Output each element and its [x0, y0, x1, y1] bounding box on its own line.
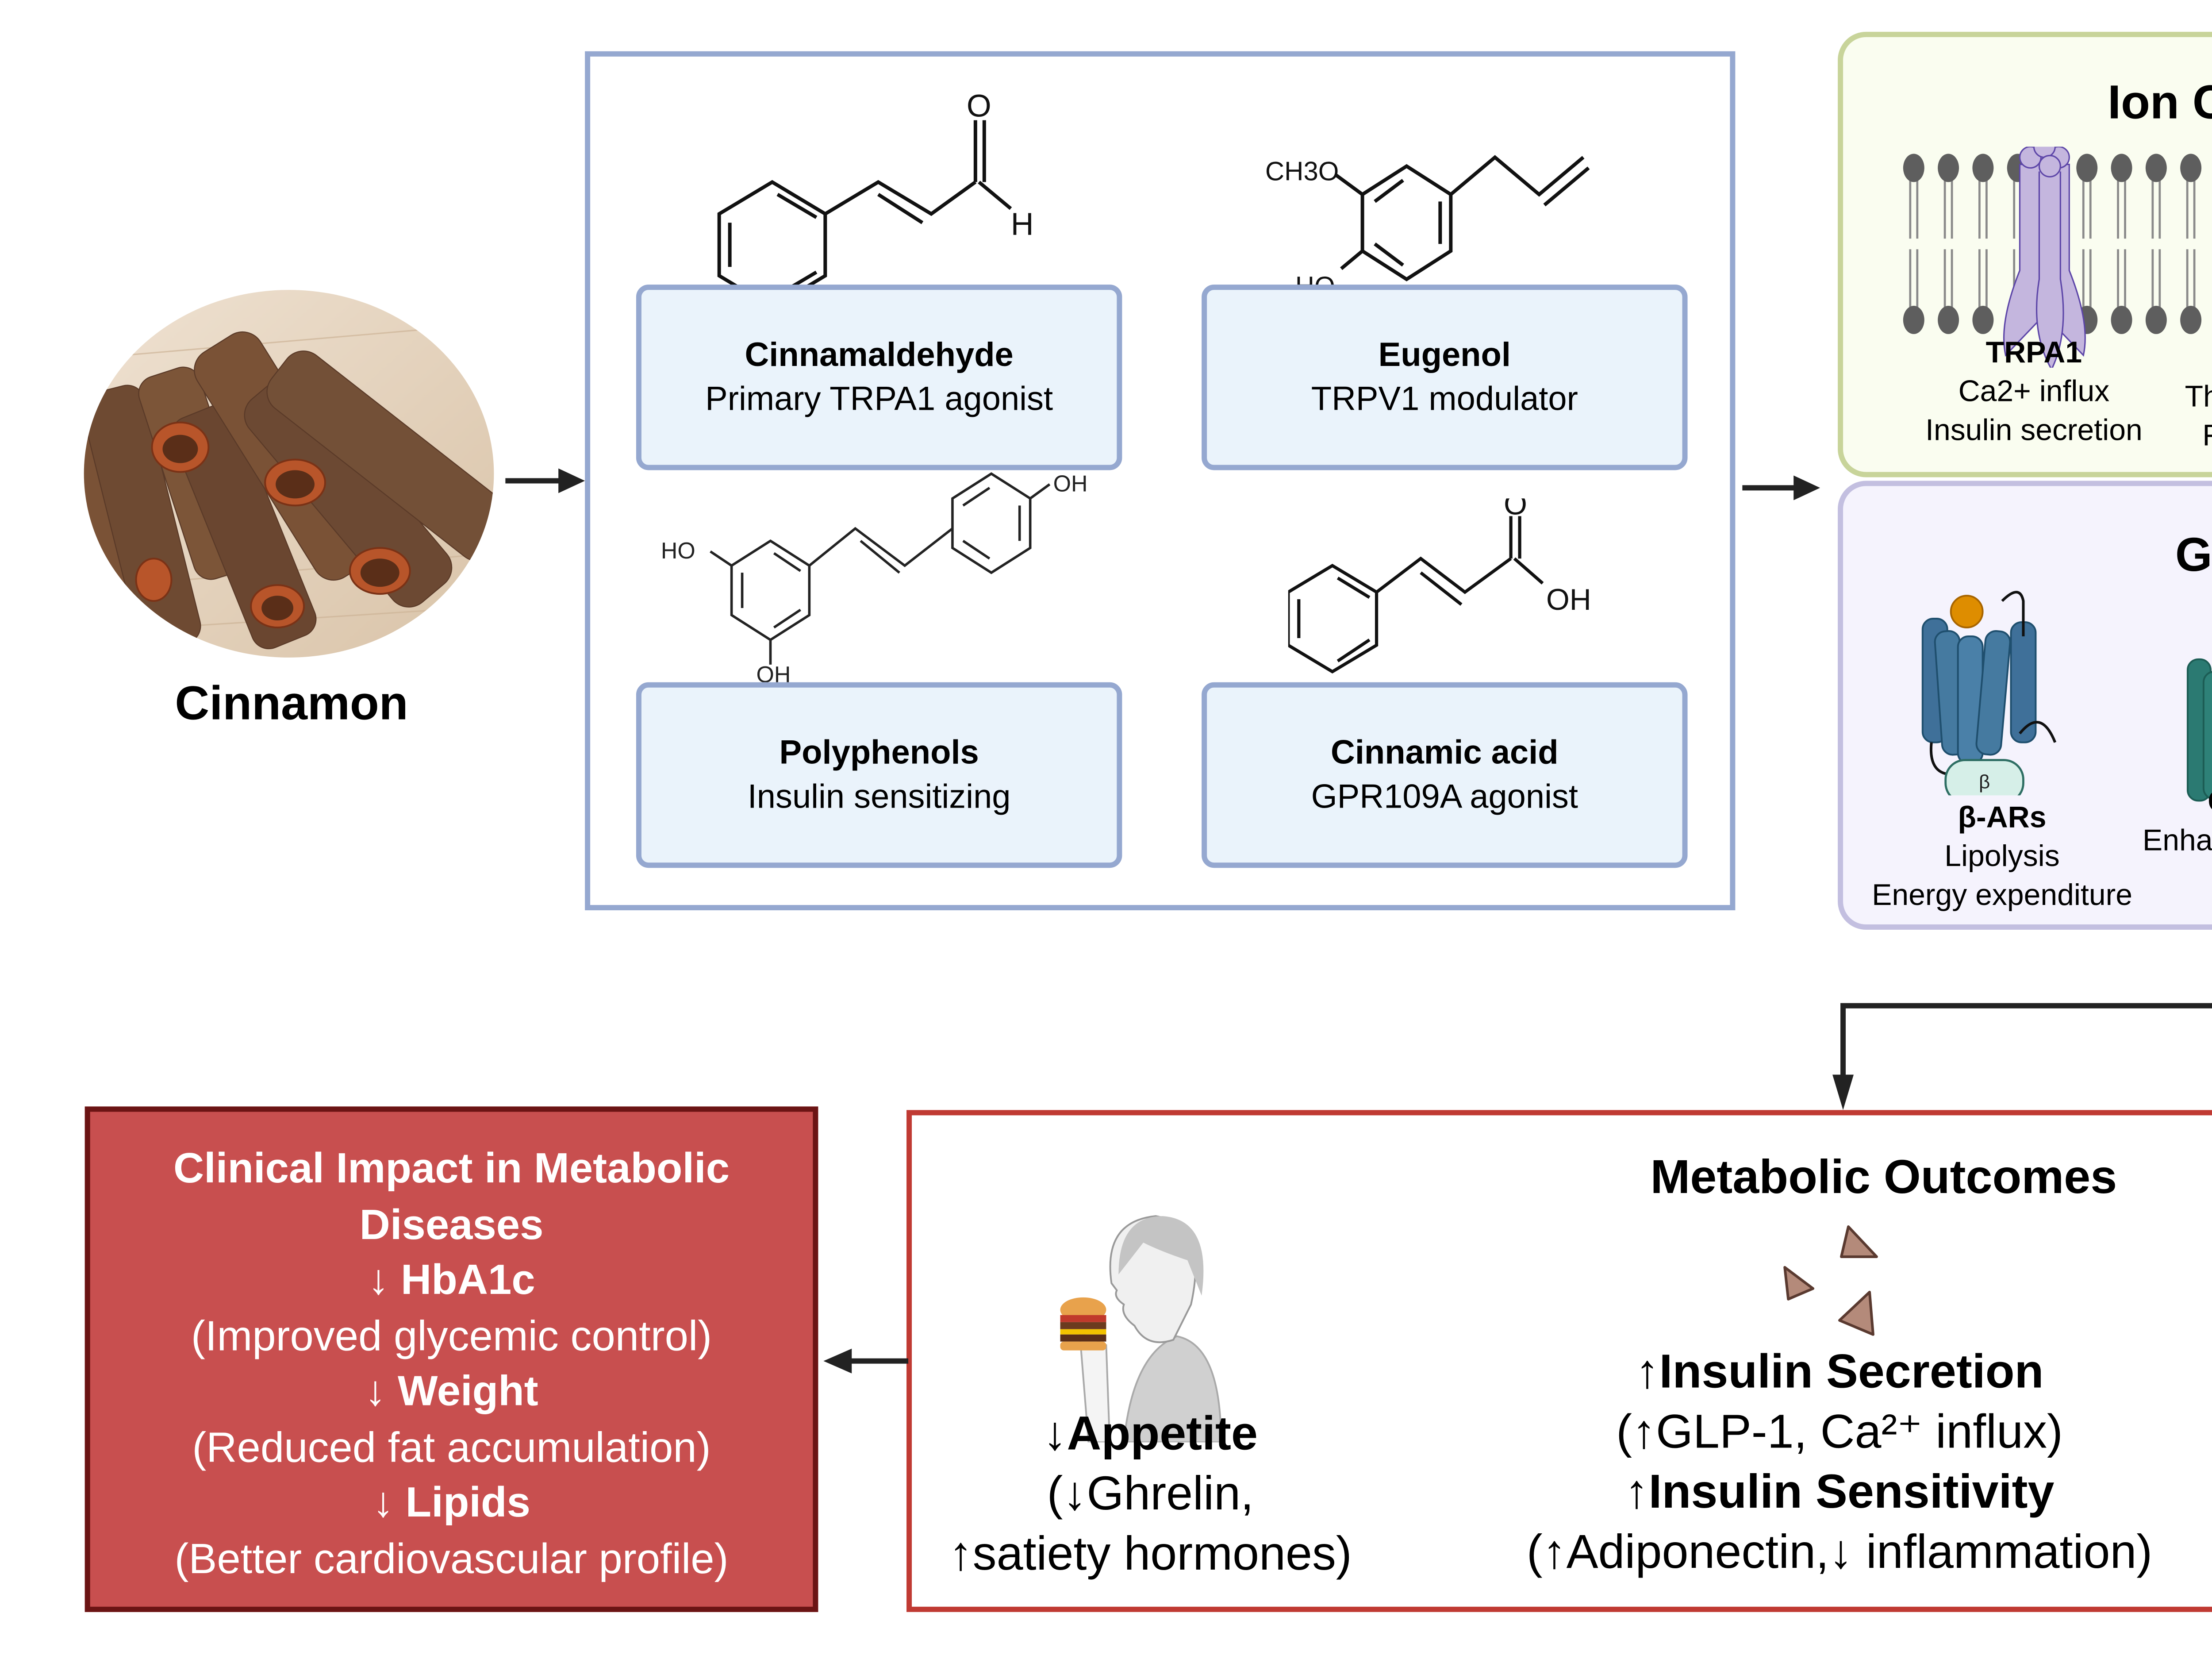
gpcr-beta-ars-label: β-ARs Lipolysis Energy expenditure [1872, 801, 2132, 912]
svg-text:HO: HO [661, 538, 695, 564]
insulin-sensitivity-detail: (↑Adiponectin,↓ inflammation) [1526, 1525, 2153, 1578]
person-eating-icon [1060, 1215, 1222, 1443]
svg-text:O: O [1504, 498, 1527, 521]
arrow-to-compounds [505, 468, 585, 493]
lipid-icon [2145, 154, 2167, 334]
svg-text:CH3O: CH3O [1265, 156, 1339, 186]
clinical-item-heading: ↓ Lipids [373, 1479, 530, 1528]
ion-channels-title: Ion Channels [2108, 76, 2212, 129]
cinnamaldehyde-structure-icon: O H [717, 89, 1034, 310]
clinical-item-detail: (Better cardiovascular profile) [174, 1535, 729, 1583]
svg-text:O: O [967, 89, 991, 124]
insulin-secretion-heading: ↑Insulin Secretion [1635, 1345, 2044, 1398]
outcome-energy-expenditure: ↑Energy Expenditure (Thermogenesis, fat … [2193, 1430, 2212, 1610]
hormone-particles-icon [1783, 1225, 1878, 1336]
ion-channel-trpa1-label: TRPA1 Ca2+ influx Insulin secretion [1925, 335, 2143, 447]
insulin-sensitivity-heading: ↑Insulin Sensitivity [1624, 1465, 2055, 1519]
svg-text:β: β [1979, 771, 1990, 793]
cinnamon-image [84, 290, 494, 658]
compound-role: Insulin sensitizing [747, 778, 1011, 816]
outcome-insulin: ↑Insulin Secretion (↑GLP-1, Ca²⁺ influx)… [1424, 1342, 2212, 1582]
outcome-appetite: ↓Appetite (↓Ghrelin, ↑satiety hormones) [949, 1407, 1352, 1580]
compound-card-eugenol: Eugenol TRPV1 modulator [1202, 285, 1688, 470]
clinical-impact-box: Clinical Impact in Metabolic Diseases ↓ … [84, 1106, 818, 1612]
ion-channel-trpv1-label: TRPV1 Thermogenesis Fat oxidation [2185, 380, 2212, 453]
cell-membrane-icon [1903, 146, 2202, 368]
gpcr-glp1r-label: GLP-1R Enhanced incretin action [2142, 785, 2212, 858]
clinical-title-line1: Clinical Impact in Metabolic [173, 1145, 730, 1193]
compound-name: Eugenol [1378, 336, 1511, 374]
clinical-item-detail: (Reduced fat accumulation) [192, 1424, 711, 1472]
compound-card-polyphenols: Polyphenols Insulin sensitizing [636, 682, 1122, 868]
clinical-item-heading: ↓ Weight [365, 1368, 538, 1416]
clinical-item-detail: (Improved glycemic control) [191, 1312, 712, 1360]
clinical-title-line2: Diseases [359, 1201, 544, 1249]
eugenol-structure-icon: CH3O HO [1265, 155, 1590, 301]
svg-text:OH: OH [1053, 471, 1088, 497]
lipid-icon [2180, 154, 2202, 334]
trpa1-channel-icon [2003, 146, 2086, 368]
svg-text:OH: OH [1546, 583, 1591, 616]
gpcrs-panel: GPCRs β [1838, 481, 2212, 930]
glp1-receptor-icon [2186, 658, 2212, 802]
cinnamon-label: Cinnamon [175, 677, 408, 730]
clinical-item-heading: ↓ HbA1c [368, 1256, 535, 1305]
beta-adrenergic-receptor-icon: β [1921, 591, 2057, 796]
compounds-panel: O H Cinnamaldehyde Primary TRPA1 agonist… [585, 51, 1736, 911]
metabolic-outcomes-panel: Metabolic Outcomes ↓Appetite (↓Ghrelin, … [906, 1110, 2212, 1612]
compound-role: GPR109A agonist [1311, 778, 1578, 816]
lipid-icon [2111, 154, 2132, 334]
compound-name: Cinnamic acid [1331, 734, 1559, 772]
lipid-icon [1903, 154, 1924, 334]
compound-card-cinnamic-acid: Cinnamic acid GPR109A agonist [1202, 682, 1688, 868]
svg-text:H: H [1011, 207, 1034, 242]
compound-role: TRPV1 modulator [1311, 381, 1578, 418]
lipid-icon [1972, 154, 1994, 334]
outcomes-title: Metabolic Outcomes [1650, 1151, 2117, 1204]
arrow-to-receptors [1742, 475, 1820, 500]
lipid-icon [1938, 154, 1959, 334]
insulin-secretion-detail: (↑GLP-1, Ca²⁺ influx) [1616, 1405, 2063, 1459]
polyphenol-structure-icon: HO OH OH [661, 471, 1088, 682]
compound-role: Primary TRPA1 agonist [705, 381, 1053, 418]
svg-text:OH: OH [757, 662, 791, 682]
gpcrs-title: GPCRs [2175, 528, 2212, 582]
compound-card-cinnamaldehyde: Cinnamaldehyde Primary TRPA1 agonist [636, 285, 1122, 470]
cinnamic-acid-structure-icon: O OH [1288, 498, 1591, 674]
arrow-to-outcomes [1832, 1003, 2212, 1110]
compound-name: Cinnamaldehyde [745, 336, 1014, 374]
arrow-to-clinical [823, 1348, 909, 1374]
ion-channels-panel: Ion Channels TRPA1 Ca2+ influx Insulin s… [1838, 31, 2212, 477]
compound-name: Polyphenols [779, 734, 979, 772]
